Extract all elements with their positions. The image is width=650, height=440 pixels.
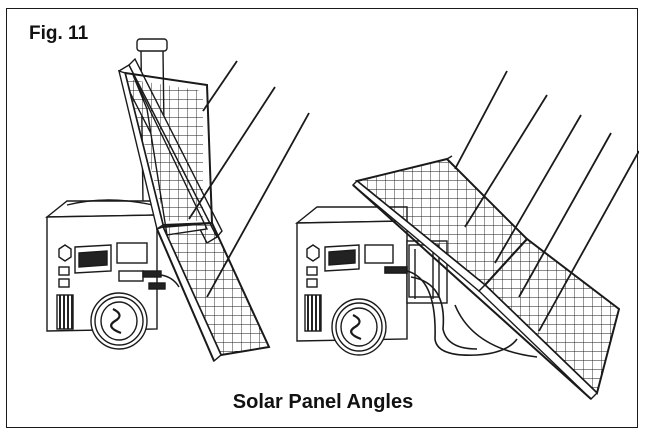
tilted-solar-panel-setup xyxy=(294,70,639,400)
figure-caption: Solar Panel Angles xyxy=(232,391,414,413)
generator-body-left xyxy=(44,199,158,332)
leader-lines-left xyxy=(188,60,310,298)
panel-cables-right xyxy=(384,266,538,358)
leader-lines-right xyxy=(454,70,639,332)
figure-label: Fig. 11 xyxy=(29,23,89,44)
generator-wheel-left xyxy=(90,292,148,350)
figure-frame: Fig. 11 xyxy=(6,8,639,428)
generator-wheel-right xyxy=(331,298,387,356)
illustration-canvas xyxy=(44,38,639,400)
upright-solar-panel xyxy=(118,57,271,363)
tilted-solar-panel xyxy=(351,155,621,400)
panel-connector-left xyxy=(142,270,180,290)
upright-solar-panel-setup xyxy=(44,38,310,363)
